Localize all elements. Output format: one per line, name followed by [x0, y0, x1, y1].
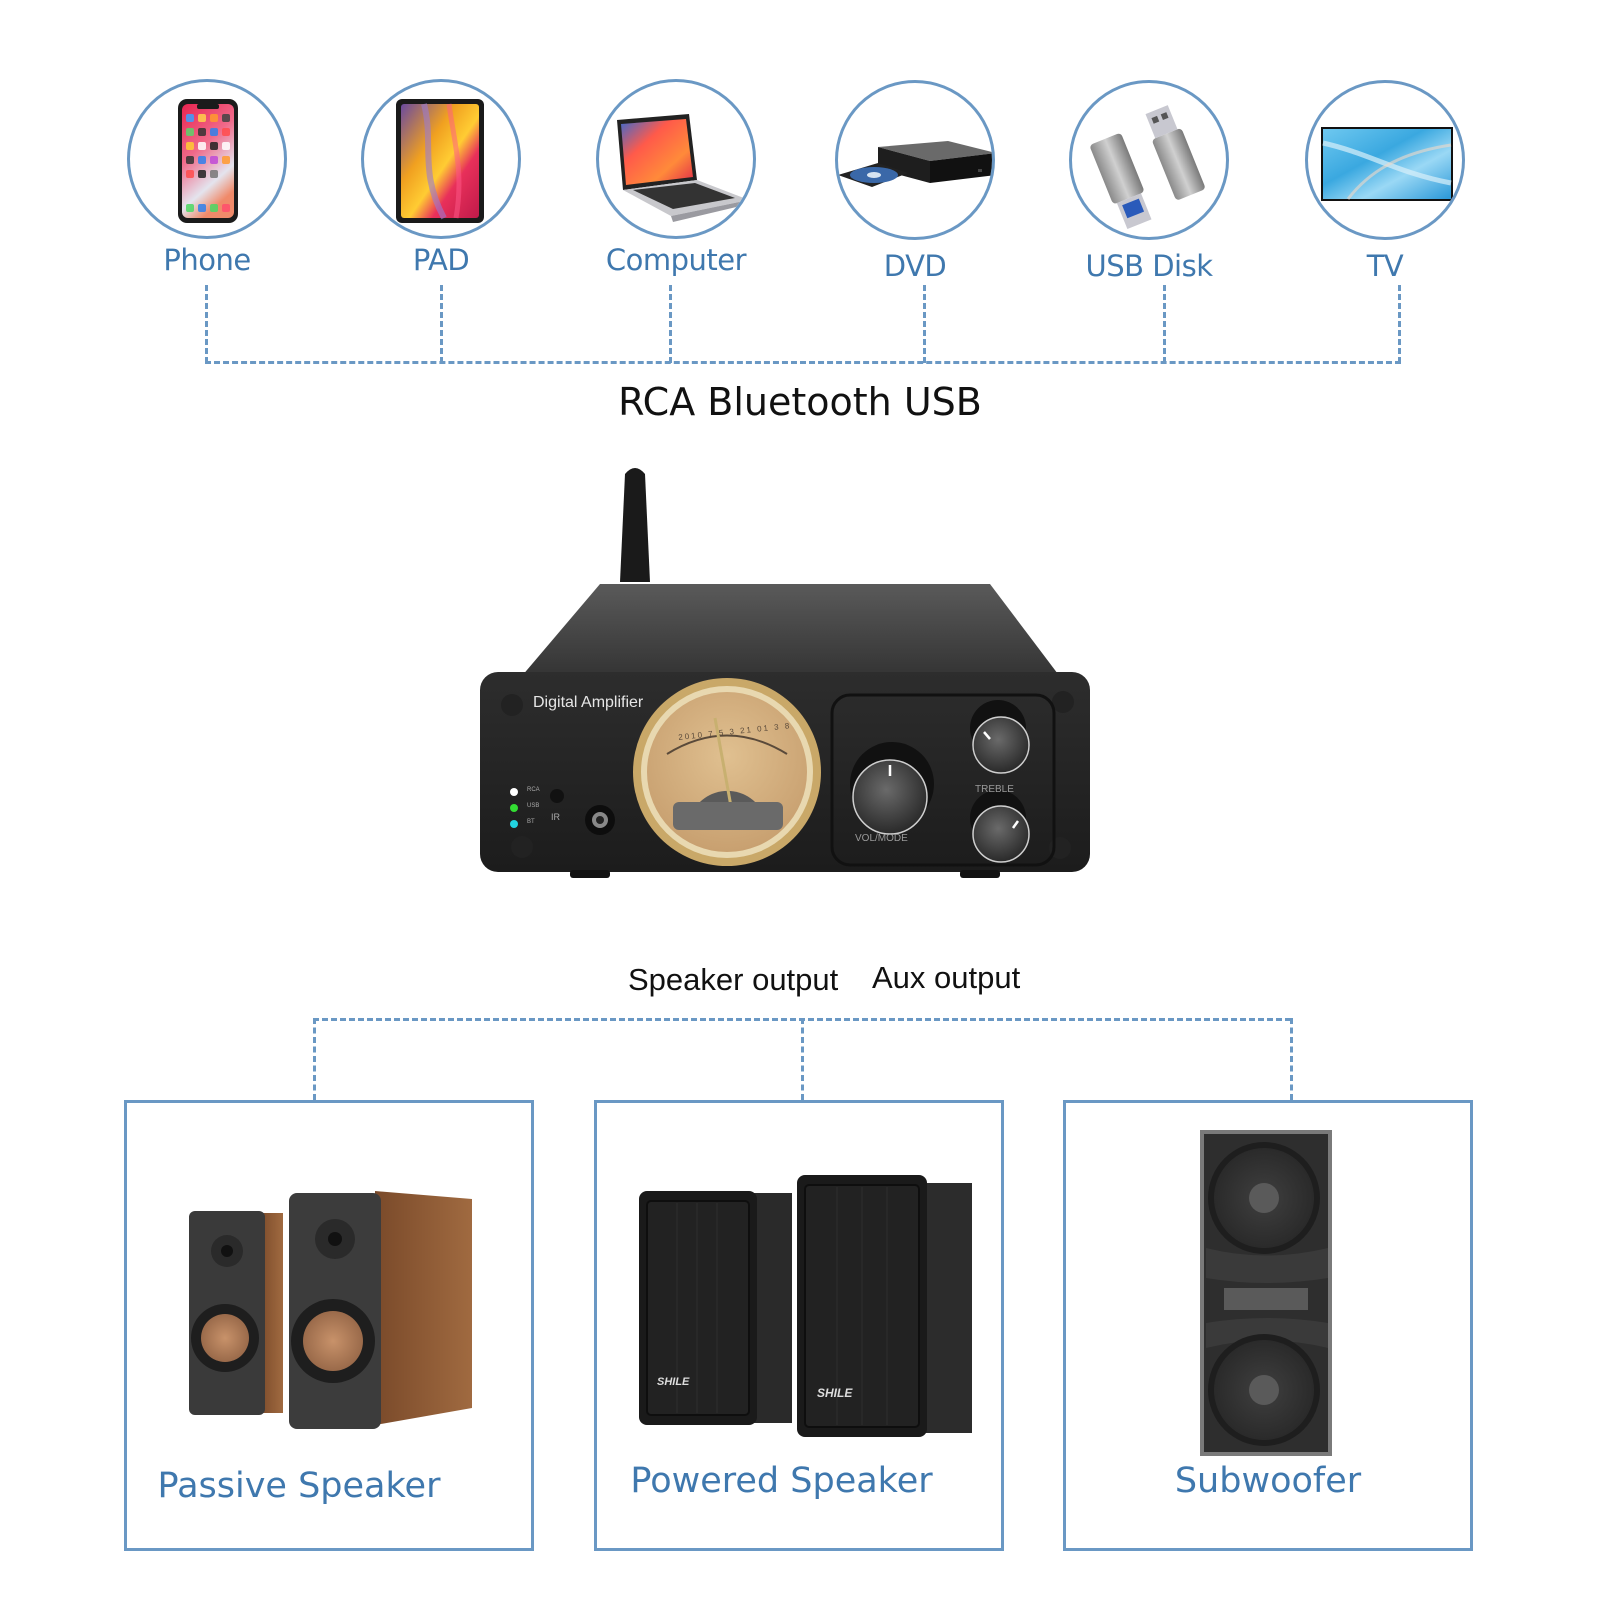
meter-tick: 3: [728, 726, 737, 737]
connector-dvd: [923, 285, 926, 363]
connector-phone: [205, 285, 208, 363]
source-label-dvd: DVD: [883, 249, 947, 283]
output-label-subwoofer: Subwoofer: [1174, 1461, 1362, 1501]
antenna: [620, 468, 650, 582]
amplifier-device: Digital Amplifier RCA USB BT IR 2010 7 5…: [470, 462, 1110, 902]
laptop-icon: [617, 114, 749, 222]
ir-receiver: [550, 789, 564, 803]
led-bt: [510, 820, 518, 828]
powered-speaker-brand-left: SHILE: [657, 1376, 690, 1388]
led-usb: [510, 804, 518, 812]
meter-tick: 8: [784, 721, 792, 731]
led-label-usb: USB: [527, 803, 540, 809]
source-label-usb-disk: USB Disk: [1085, 249, 1213, 283]
tv-icon: [1321, 127, 1453, 201]
output-label-passive-speaker: Passive Speaker: [157, 1466, 441, 1506]
volume-knob[interactable]: [850, 742, 934, 835]
source-label-tv: TV: [1366, 249, 1404, 283]
connector-tv: [1398, 285, 1401, 363]
usb-disk-icon: [1090, 105, 1205, 230]
output-passive-speaker-card: Passive Speaker: [124, 1100, 534, 1551]
dvd-player-icon: [838, 141, 992, 187]
bass-knob[interactable]: [970, 790, 1030, 863]
ir-label: IR: [551, 812, 560, 822]
amplifier-brand-text: Digital Amplifier: [533, 694, 644, 711]
meter-tick: 10: [690, 730, 705, 741]
source-label-computer: Computer: [605, 243, 747, 277]
led-label-rca: RCA: [527, 787, 540, 793]
input-bus-line: [205, 361, 1401, 364]
powered-speakers-icon: SHILE SHILE: [639, 1175, 972, 1437]
output-label-powered-speaker: Powered Speaker: [630, 1461, 933, 1501]
connector-computer: [669, 285, 672, 363]
source-tv-circle: [1305, 80, 1465, 240]
subwoofer-icon: [1200, 1130, 1332, 1456]
connector-passive-speaker: [313, 1018, 316, 1100]
meter-tick: 5: [718, 728, 726, 738]
source-phone-circle: [127, 79, 287, 239]
treble-knob[interactable]: [970, 700, 1030, 774]
connector-subwoofer: [1290, 1018, 1293, 1100]
passive-bookshelf-speakers-icon: [189, 1191, 472, 1429]
output-subwoofer-card: Subwoofer: [1063, 1100, 1473, 1551]
source-dvd-circle: [835, 80, 995, 240]
meter-tick: 01: [756, 723, 771, 734]
aux-output-title: Aux output: [872, 960, 1021, 995]
output-powered-speaker-card: SHILE SHILE Powered Speaker: [594, 1100, 1004, 1551]
meter-tick: 20: [677, 731, 692, 742]
treble-knob-label: TREBLE: [975, 784, 1014, 795]
vu-meter: [633, 678, 821, 866]
led-rca: [510, 788, 518, 796]
volume-knob-label: VOL/MODE: [855, 833, 908, 844]
meter-tick: 7: [707, 729, 716, 739]
input-connection-title: RCA Bluetooth USB: [618, 380, 982, 424]
connector-pad: [440, 285, 443, 363]
source-label-pad: PAD: [412, 243, 470, 277]
led-label-bt: BT: [527, 819, 535, 825]
source-pad-circle: [361, 79, 521, 239]
tablet-icon: [396, 99, 484, 223]
smartphone-icon: [178, 99, 238, 223]
source-label-phone: Phone: [163, 243, 251, 277]
meter-tick: 3: [773, 722, 782, 732]
source-computer-circle: [596, 79, 756, 239]
meter-tick: 1: [746, 725, 754, 735]
connector-usb-disk: [1163, 285, 1166, 363]
source-usb-disk-circle: [1069, 80, 1229, 240]
speaker-output-title: Speaker output: [628, 962, 839, 997]
connector-powered-speaker: [801, 1018, 804, 1100]
powered-speaker-brand-right: SHILE: [817, 1386, 853, 1400]
